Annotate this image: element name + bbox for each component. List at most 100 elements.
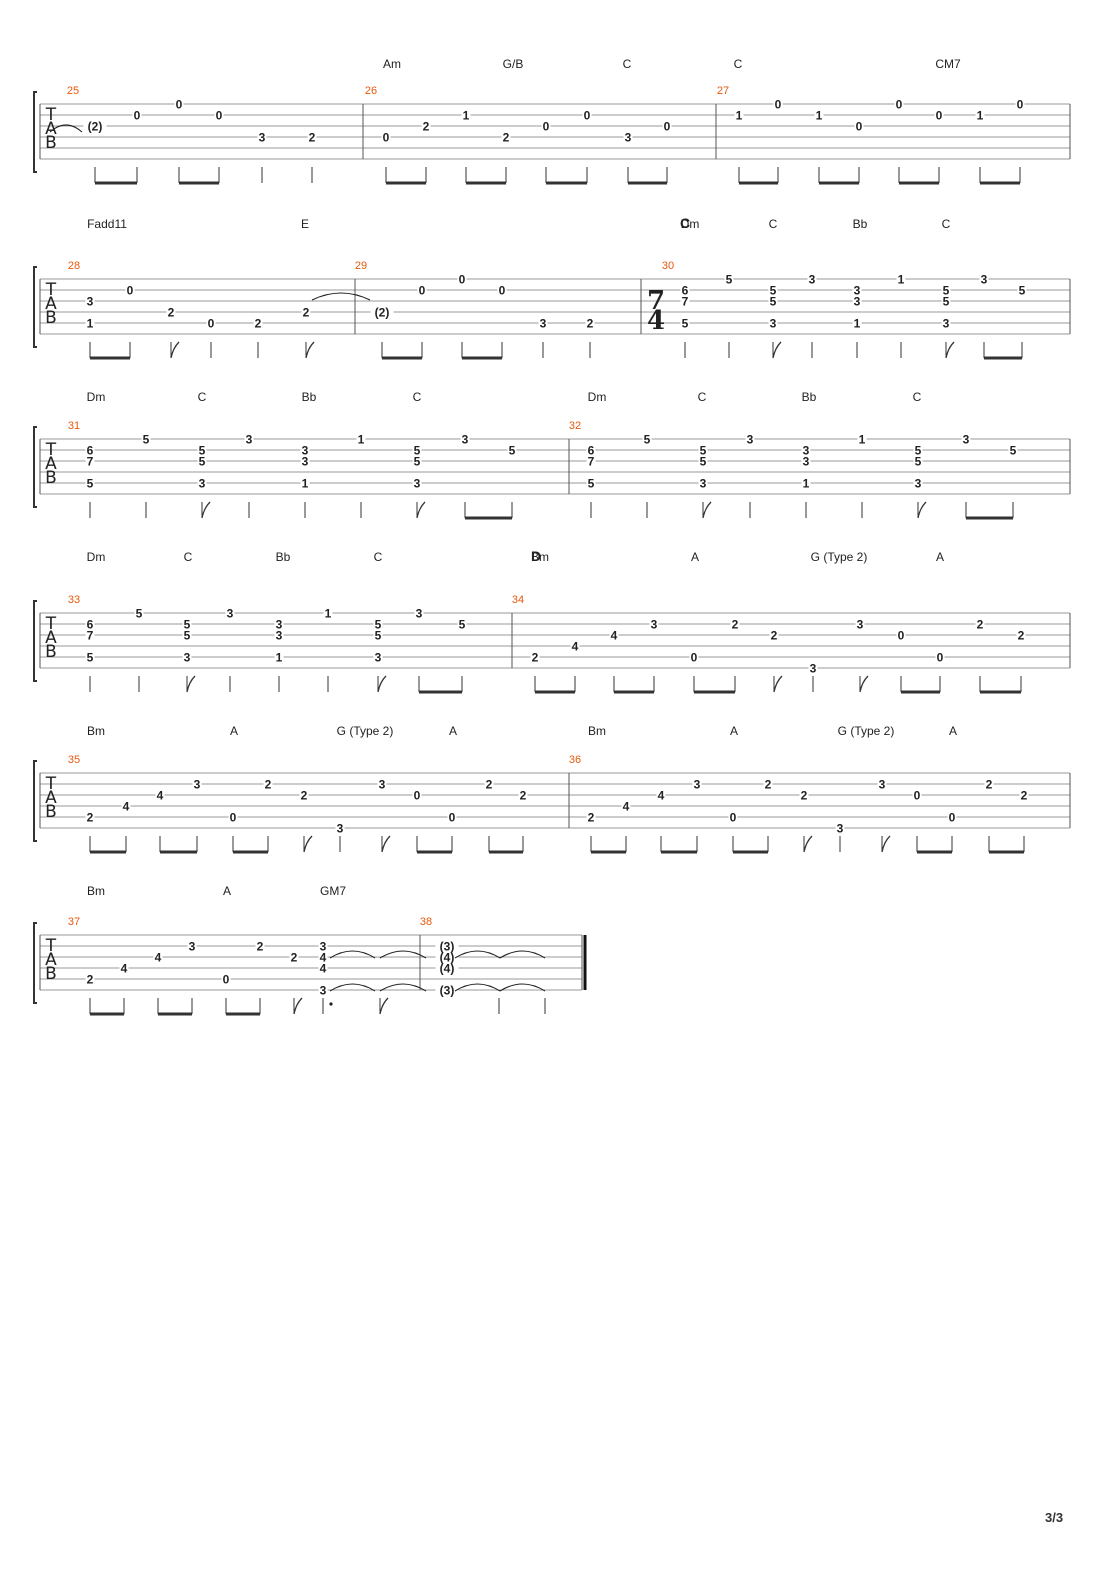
chord-name: Bm — [87, 884, 105, 898]
fret-number: (4) — [440, 962, 455, 976]
rhythm-flag — [303, 835, 313, 853]
fret-number: 2 — [801, 789, 808, 803]
section-marker: C — [680, 215, 690, 231]
tab-system-2 — [33, 266, 1071, 360]
fret-number: 7 — [87, 629, 94, 643]
fret-number: (2) — [375, 306, 390, 320]
fret-number: 1 — [859, 433, 866, 447]
chord-name: A — [449, 724, 457, 738]
tab-clef-letter: A — [45, 454, 57, 474]
fret-number: 0 — [584, 109, 591, 123]
fret-number: 1 — [463, 109, 470, 123]
fret-number: 3 — [857, 618, 864, 632]
rhythm-flag — [416, 501, 426, 519]
fret-number: 5 — [87, 477, 94, 491]
fret-number: (3) — [440, 984, 455, 998]
fret-number: 2 — [588, 811, 595, 825]
chord-name: A — [936, 550, 944, 564]
fret-number: 3 — [747, 433, 754, 447]
fret-number: 0 — [449, 811, 456, 825]
tab-clef-letter: B — [45, 642, 57, 662]
fret-number: 5 — [459, 618, 466, 632]
fret-number: 2 — [587, 317, 594, 331]
fret-number: 3 — [259, 131, 266, 145]
fret-number: 0 — [543, 120, 550, 134]
tie — [454, 950, 501, 959]
measure-number: 27 — [717, 85, 729, 97]
measure-number: 28 — [68, 260, 80, 272]
chord-name: C — [184, 550, 193, 564]
tab-clef-letter: T — [45, 280, 57, 300]
tab-system-4 — [33, 600, 1071, 694]
fret-number: 2 — [1021, 789, 1028, 803]
fret-number: 4 — [572, 640, 579, 654]
chord-name: GM7 — [320, 884, 346, 898]
fret-number: 5 — [143, 433, 150, 447]
system-bracket — [33, 266, 37, 348]
measure-number: 31 — [68, 420, 80, 432]
fret-number: 3 — [416, 607, 423, 621]
fret-number: 1 — [816, 109, 823, 123]
fret-number: 0 — [216, 109, 223, 123]
tab-system-3 — [33, 426, 1071, 520]
fret-number: 3 — [199, 477, 206, 491]
fret-number: 5 — [509, 444, 516, 458]
fret-number: 1 — [87, 317, 94, 331]
fret-number: 3 — [276, 629, 283, 643]
chord-name: C — [734, 57, 743, 71]
chord-name: G (Type 2) — [811, 550, 868, 564]
fret-number: 2 — [732, 618, 739, 632]
chord-name: C — [623, 57, 632, 71]
rhythm-flag — [859, 675, 869, 693]
fret-number: 5 — [644, 433, 651, 447]
fret-number: 2 — [87, 811, 94, 825]
chord-name: A — [223, 884, 231, 898]
fret-number: 2 — [303, 306, 310, 320]
fret-number: (4) — [440, 951, 455, 965]
chord-name: G (Type 2) — [838, 724, 895, 738]
fret-number: 3 — [651, 618, 658, 632]
fret-number: 5 — [700, 455, 707, 469]
measure-number: 25 — [67, 85, 79, 97]
fret-number: 3 — [540, 317, 547, 331]
fret-number: 4 — [320, 962, 327, 976]
chord-name: Bm — [87, 724, 105, 738]
chord-name: C — [374, 550, 383, 564]
tie — [379, 950, 427, 959]
tab-system-5 — [33, 760, 1071, 854]
tab-clef-letter: T — [45, 614, 57, 634]
tie — [454, 983, 501, 992]
fret-number: 5 — [414, 455, 421, 469]
chord-name: G (Type 2) — [337, 724, 394, 738]
fret-number: 3 — [189, 940, 196, 954]
tab-clef-letter: B — [45, 133, 57, 153]
fret-number: (2) — [88, 120, 103, 134]
fret-number: 2 — [265, 778, 272, 792]
fret-number: 7 — [87, 455, 94, 469]
fret-number: 5 — [1010, 444, 1017, 458]
fret-number: 3 — [414, 477, 421, 491]
fret-number: 0 — [208, 317, 215, 331]
fret-number: 2 — [423, 120, 430, 134]
fret-number: 3 — [943, 317, 950, 331]
fret-number: 1 — [977, 109, 984, 123]
fret-number: 3 — [694, 778, 701, 792]
fret-number: 4 — [623, 800, 630, 814]
fret-number: 0 — [856, 120, 863, 134]
fret-number: 0 — [936, 109, 943, 123]
fret-number: 3 — [302, 455, 309, 469]
fret-number: 5 — [770, 284, 777, 298]
chord-name: C — [913, 390, 922, 404]
chord-name: C — [769, 217, 778, 231]
chord-name: C — [198, 390, 207, 404]
chord-name: Am — [383, 57, 401, 71]
fret-number: 2 — [309, 131, 316, 145]
rhythm-flag — [377, 675, 387, 693]
fret-number: 3 — [803, 444, 810, 458]
fret-number: 3 — [184, 651, 191, 665]
rhythm-dot — [329, 1002, 333, 1006]
fret-number: 0 — [898, 629, 905, 643]
chord-name: A — [230, 724, 238, 738]
chord-name: A — [949, 724, 957, 738]
